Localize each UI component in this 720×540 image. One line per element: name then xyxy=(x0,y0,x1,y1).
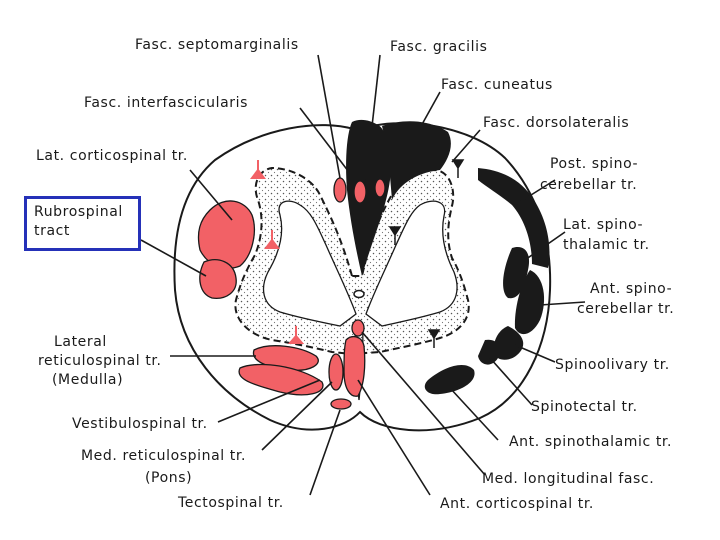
spinoolivary-shape xyxy=(493,326,524,360)
label-ant-corticospinal: Ant. corticospinal tr. xyxy=(440,496,594,512)
label-fasc-interfascicularis: Fasc. interfascicularis xyxy=(84,95,248,111)
rubrospinal-highlight-label: Rubrospinal tract xyxy=(34,203,123,241)
med-longitudinal-shape xyxy=(351,319,365,337)
black-arrow-icon xyxy=(388,226,402,245)
leader-lines xyxy=(170,54,586,496)
label-med-reticulospinal-2: (Pons) xyxy=(145,470,192,486)
black-arrow-icon xyxy=(451,159,465,178)
label-lat-reticulospinal-1: Lateral xyxy=(54,334,107,350)
highlight-line-2: tract xyxy=(34,223,71,239)
label-lat-spinothalamic-1: Lat. spino- xyxy=(563,217,643,233)
tectospinal-shape xyxy=(330,398,352,410)
fasc-gracilis-shape xyxy=(346,119,391,277)
post-spinocerebellar-shape xyxy=(478,168,550,268)
grey-matter-inner xyxy=(262,200,458,327)
label-fasc-cuneatus: Fasc. cuneatus xyxy=(441,77,553,93)
label-post-spinocerebellar-1: Post. spino- xyxy=(550,156,638,172)
highlight-line-1: Rubrospinal xyxy=(34,204,123,220)
ant-spinocerebellar-shape xyxy=(514,270,545,335)
label-fasc-dorsolateralis: Fasc. dorsolateralis xyxy=(483,115,629,131)
label-fasc-septomarginalis: Fasc. septomarginalis xyxy=(135,37,299,53)
fasc-dorsolateralis-shape xyxy=(374,178,386,198)
fasc-interfascicularis-shape xyxy=(353,180,367,204)
central-canal xyxy=(353,289,365,299)
med-reticulospinal-shape xyxy=(328,353,344,391)
label-med-reticulospinal-1: Med. reticulospinal tr. xyxy=(81,448,246,464)
label-lat-reticulospinal-3: (Medulla) xyxy=(52,372,123,388)
rubrospinal-shape xyxy=(199,259,237,299)
label-spinoolivary: Spinoolivary tr. xyxy=(555,357,670,373)
lat-corticospinal-shape xyxy=(197,200,255,269)
red-arrow-icon xyxy=(250,160,266,179)
black-arrow-icon xyxy=(427,329,441,348)
red-arrow-icon xyxy=(287,326,305,344)
label-ant-spinocerebellar-2: cerebellar tr. xyxy=(577,301,674,317)
red-arrow-icon xyxy=(264,230,280,249)
label-tectospinal: Tectospinal tr. xyxy=(177,495,284,511)
label-ant-spinocerebellar-1: Ant. spino- xyxy=(590,281,672,297)
label-spinotectal: Spinotectal tr. xyxy=(531,399,638,415)
ant-spinothalamic-shape xyxy=(424,365,475,395)
label-lat-reticulospinal-2: reticulospinal tr. xyxy=(38,353,162,369)
label-fasc-gracilis: Fasc. gracilis xyxy=(390,39,488,55)
label-ant-spinothalamic: Ant. spinothalamic tr. xyxy=(509,434,672,450)
label-lat-spinothalamic-2: thalamic tr. xyxy=(563,237,650,253)
label-post-spinocerebellar-2: cerebellar tr. xyxy=(540,177,637,193)
spinotectal-shape xyxy=(478,339,501,365)
label-vestibulospinal: Vestibulospinal tr. xyxy=(72,416,208,432)
label-lat-corticospinal: Lat. corticospinal tr. xyxy=(36,148,188,164)
rubrospinal-highlight-box xyxy=(24,196,141,251)
fasc-septomarginalis-shape xyxy=(333,177,347,203)
label-med-longitudinal: Med. longitudinal fasc. xyxy=(482,471,654,487)
rubrospinal-leader xyxy=(140,239,207,277)
fasc-cuneatus-shape xyxy=(382,121,451,200)
